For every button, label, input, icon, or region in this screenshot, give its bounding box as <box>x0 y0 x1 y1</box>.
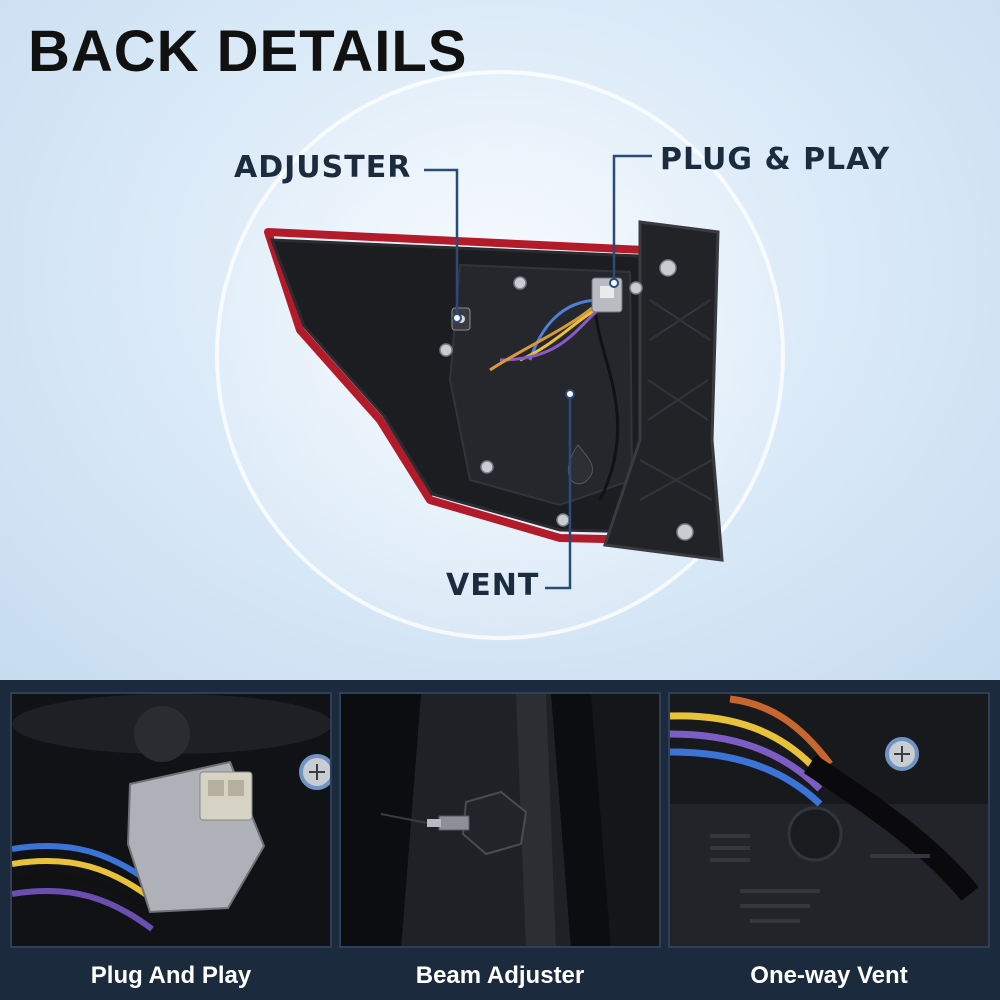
callout-adjuster: ADJUSTER <box>234 150 412 185</box>
housing-recess <box>448 263 634 507</box>
leader-dots <box>452 278 619 399</box>
bracket-ribs <box>639 299 713 501</box>
thumbnail-plug-and-play <box>10 692 332 948</box>
vent-closeup-icon <box>670 694 988 946</box>
wiring-harness <box>489 298 620 501</box>
housing-screws <box>439 259 694 541</box>
callout-vent: VENT <box>446 568 540 603</box>
caption-one-way-vent: One-way Vent <box>750 962 908 989</box>
page-title: BACK DETAILS <box>28 19 468 84</box>
caption-beam-adjuster: Beam Adjuster <box>415 962 585 989</box>
hero-panel: BACK DETAILS ADJUSTER PLUG & PLAY VENT <box>0 0 1000 680</box>
detail-thumbnail-band: Plug And Play Beam Adjuster <box>0 680 1000 1000</box>
caption-plug-and-play: Plug And Play <box>90 962 252 989</box>
tail-light-illustration <box>264 154 724 590</box>
callout-plug-play: PLUG & PLAY <box>660 142 891 177</box>
adjuster-closeup-icon <box>341 694 659 946</box>
plug-closeup-icon <box>12 694 330 946</box>
thumbnail-beam-adjuster <box>339 692 661 948</box>
leader-lines <box>424 154 652 590</box>
thumbnail-one-way-vent <box>668 692 990 948</box>
